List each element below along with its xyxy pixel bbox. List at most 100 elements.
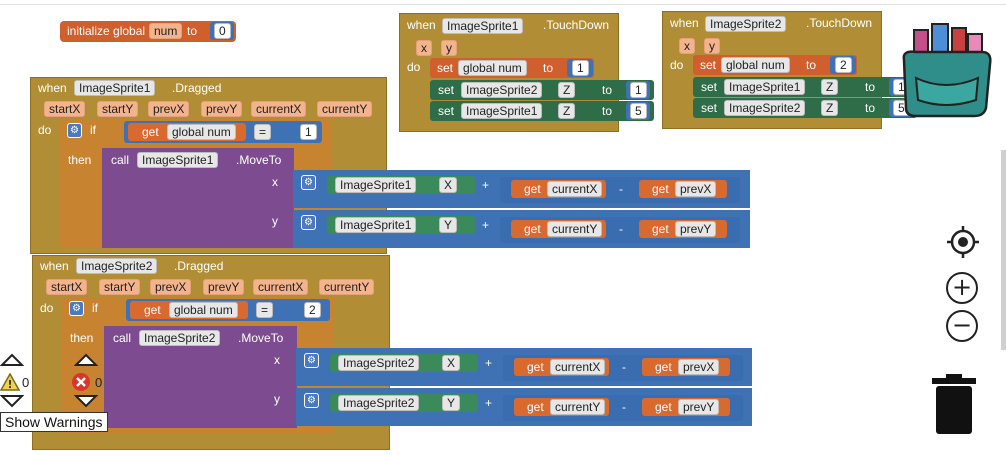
dr2-call-comp[interactable]: ImageSprite2 — [139, 330, 221, 346]
dr2-y-prevy[interactable]: prevY — [678, 399, 720, 415]
touchdown1-block[interactable]: when ImageSprite1 .TouchDown x y do set … — [399, 13, 654, 132]
dr2-x-sprite[interactable]: ImageSprite2 — [338, 355, 420, 371]
dr2-param-prevy[interactable]: prevY — [203, 279, 245, 295]
dr2-param-prevx[interactable]: prevX — [150, 279, 192, 295]
backpack-icon[interactable] — [896, 20, 996, 120]
target-icon[interactable] — [945, 224, 981, 260]
dr1-y-get1: get — [524, 222, 541, 236]
dr1-param-prevy[interactable]: prevY — [201, 101, 243, 117]
dr1-call-comp[interactable]: ImageSprite1 — [137, 152, 219, 168]
zoom-in-icon[interactable]: + — [946, 272, 978, 304]
dr2-y-minus: - — [622, 400, 626, 414]
dr1-y-sprite[interactable]: ImageSprite1 — [335, 217, 417, 233]
td1-r2-val[interactable]: 5 — [630, 103, 647, 119]
dr1-param-currenty[interactable]: currentY — [317, 101, 373, 117]
td1-set-value[interactable]: 1 — [572, 60, 589, 76]
td2-set-value[interactable]: 2 — [835, 57, 852, 73]
error-up-arrow-icon[interactable] — [74, 353, 98, 367]
dr1-param-currentx[interactable]: currentX — [251, 101, 307, 117]
td1-component[interactable]: ImageSprite1 — [442, 18, 524, 34]
td1-r1-prop[interactable]: Z — [558, 82, 576, 98]
vertical-scrollbar[interactable] — [1001, 150, 1006, 350]
dr2-call-block[interactable]: call ImageSprite2 .MoveTo x y — [104, 326, 297, 428]
td2-r1-prop[interactable]: Z — [821, 79, 839, 95]
dr1-x-prop[interactable]: X — [439, 177, 458, 193]
dr1-y-prop[interactable]: Y — [439, 217, 458, 233]
td2-param-y[interactable]: y — [704, 38, 720, 54]
dr1-x-add-block[interactable]: ⚙ ImageSprite1 X + get currentX - get pr… — [293, 170, 750, 208]
dr1-y-gear-icon[interactable]: ⚙ — [301, 215, 316, 230]
td2-r2-to: to — [865, 101, 876, 115]
init-var-name[interactable]: num — [149, 23, 183, 39]
td1-set-var[interactable]: global num — [458, 60, 527, 76]
td2-component[interactable]: ImageSprite2 — [705, 16, 787, 32]
dr1-x-sprite[interactable]: ImageSprite1 — [335, 177, 417, 193]
dr1-y-add-block[interactable]: ⚙ ImageSprite1 Y + get currentY - get pr… — [293, 210, 750, 248]
dr2-compare-value[interactable]: 2 — [304, 302, 321, 318]
dr2-param-starty[interactable]: startY — [99, 279, 141, 295]
dr2-component[interactable]: ImageSprite2 — [76, 258, 158, 274]
dr1-eq-op[interactable]: = — [254, 124, 272, 140]
warning-up-arrow-icon[interactable] — [0, 353, 24, 367]
dr2-if-gear-icon[interactable]: ⚙ — [69, 301, 84, 316]
init-global-block[interactable]: initialize global num to 0 — [60, 21, 236, 42]
dr2-x-minus: - — [622, 360, 626, 374]
dr1-y-currenty[interactable]: currentY — [547, 221, 603, 237]
td2-r2-comp[interactable]: ImageSprite2 — [724, 100, 806, 116]
dr1-x-plus: + — [482, 178, 490, 192]
dr1-x-currentx[interactable]: currentX — [547, 181, 603, 197]
dr1-param-prevx[interactable]: prevX — [148, 101, 190, 117]
dr2-when: when — [40, 259, 69, 273]
dr1-y-minus: - — [619, 222, 623, 236]
init-value[interactable]: 0 — [214, 23, 231, 39]
zoom-out-icon[interactable]: − — [946, 310, 978, 342]
td1-do: do — [407, 60, 421, 74]
td1-param-y[interactable]: y — [441, 40, 457, 56]
td1-r2-prop[interactable]: Z — [558, 103, 576, 119]
warning-count: 0 — [22, 375, 30, 390]
dr2-param-startx[interactable]: startX — [46, 279, 88, 295]
dr2-get-var[interactable]: global num — [169, 302, 238, 318]
dr2-x-plus: + — [485, 356, 493, 370]
touchdown2-block[interactable]: when ImageSprite2 .TouchDown x y do set … — [662, 11, 917, 129]
dr2-y-sprite[interactable]: ImageSprite2 — [338, 395, 420, 411]
dr1-param-startx[interactable]: startX — [44, 101, 86, 117]
dr1-y-prevy[interactable]: prevY — [675, 221, 717, 237]
dr1-x-prevx[interactable]: prevX — [675, 181, 717, 197]
td1-when: when — [407, 18, 436, 32]
dr2-x-gear-icon[interactable]: ⚙ — [304, 353, 319, 368]
trash-icon[interactable] — [930, 372, 978, 436]
td1-r1-comp[interactable]: ImageSprite2 — [461, 82, 543, 98]
td1-param-x[interactable]: x — [416, 40, 432, 56]
td2-r2-prop[interactable]: Z — [821, 100, 839, 116]
dr1-if-gear-icon[interactable]: ⚙ — [67, 123, 82, 138]
dr2-y-currenty[interactable]: currentY — [550, 399, 606, 415]
error-down-arrow-icon[interactable] — [74, 394, 98, 408]
td2-param-x[interactable]: x — [679, 38, 695, 54]
dr2-param-currenty[interactable]: currentY — [319, 279, 375, 295]
td1-r2-comp[interactable]: ImageSprite1 — [461, 103, 543, 119]
dr1-get-var[interactable]: global num — [167, 124, 236, 140]
dr2-eq-op[interactable]: = — [256, 302, 274, 318]
warning-icon: ! — [0, 373, 20, 391]
dr2-x-prop[interactable]: X — [442, 355, 461, 371]
dr2-y-gear-icon[interactable]: ⚙ — [304, 393, 319, 408]
dr2-x-add-block[interactable]: ⚙ ImageSprite2 X + get currentX - get pr… — [296, 348, 752, 386]
show-warnings-button[interactable]: Show Warnings — [0, 412, 108, 432]
td2-r1-comp[interactable]: ImageSprite1 — [724, 79, 806, 95]
dr1-call-block[interactable]: call ImageSprite1 .MoveTo x y — [102, 148, 294, 248]
dr1-when: when — [38, 81, 67, 95]
dr1-compare-value[interactable]: 1 — [300, 124, 317, 140]
dr2-x-currentx[interactable]: currentX — [550, 359, 606, 375]
dr2-y-prop[interactable]: Y — [442, 395, 461, 411]
dr2-y-add-block[interactable]: ⚙ ImageSprite2 Y + get currentY - get pr… — [296, 388, 752, 426]
td1-r1-val[interactable]: 1 — [630, 82, 647, 98]
dragged2-block[interactable]: when ImageSprite2 .Dragged startX startY… — [32, 255, 390, 450]
warning-down-arrow-icon[interactable] — [0, 394, 24, 408]
dr2-x-prevx[interactable]: prevX — [678, 359, 720, 375]
dr1-component[interactable]: ImageSprite1 — [74, 80, 156, 96]
dr2-param-currentx[interactable]: currentX — [253, 279, 309, 295]
dr1-x-gear-icon[interactable]: ⚙ — [301, 175, 316, 190]
dr1-param-starty[interactable]: startY — [97, 101, 139, 117]
td2-set-var[interactable]: global num — [721, 57, 790, 73]
